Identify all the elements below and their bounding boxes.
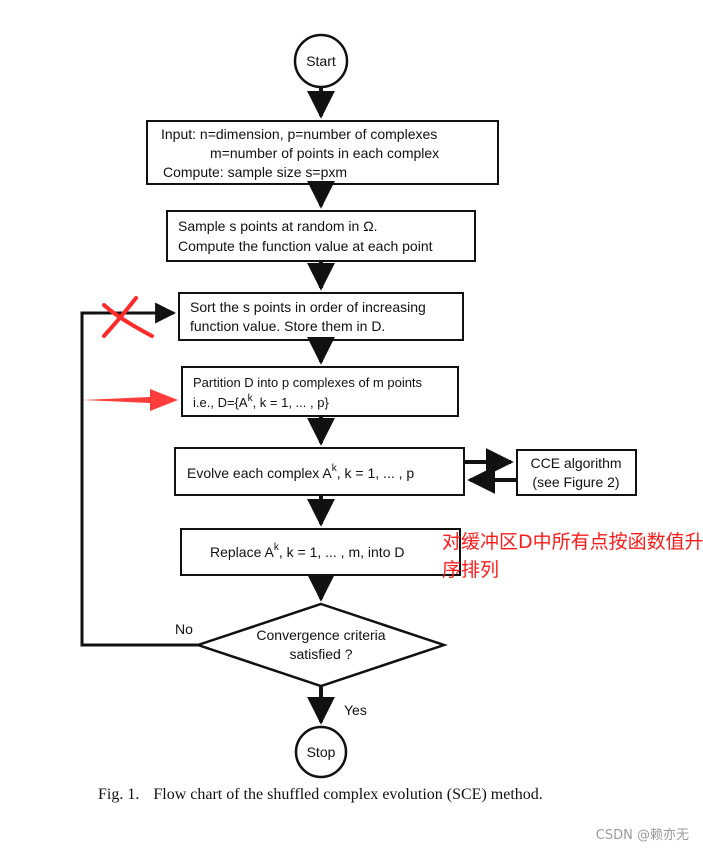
input-line3: Compute: sample size s=pxm [163, 164, 347, 180]
input-line1: Input: n=dimension, p=number of complexe… [161, 126, 437, 142]
start-label: Start [306, 53, 336, 69]
no-label: No [175, 621, 193, 637]
watermark: CSDN @赖亦无 [595, 828, 689, 843]
start-node [293, 33, 349, 89]
partition-line1: Partition D into p complexes of m points [193, 375, 423, 390]
cce-line1: CCE algorithm [530, 455, 621, 471]
sample-line2: Compute the function value at each point [178, 238, 433, 254]
figure-caption: Fig. 1. Flow chart of the shuffled comple… [98, 786, 543, 804]
figure-number: Fig. 1. [98, 786, 140, 803]
decision-line1: Convergence criteria [256, 627, 385, 643]
decision-line2: satisfied ? [289, 646, 352, 662]
sample-block [166, 210, 476, 262]
red-arrow-mark [82, 389, 178, 411]
loop-no-path [80, 302, 198, 647]
input-line2: m=number of points in each complex [210, 145, 439, 161]
sort-line1: Sort the s points in order of increasing [190, 299, 426, 315]
sort-block [178, 292, 464, 341]
figure-caption-text: Flow chart of the shuffled complex evolu… [153, 786, 543, 803]
sample-line1: Sample s points at random in Ω. [178, 218, 378, 234]
cce-line2: (see Figure 2) [532, 474, 619, 490]
evolve-block [174, 447, 465, 496]
stop-label: Stop [307, 744, 336, 760]
replace-block [180, 528, 461, 576]
partition-block [181, 366, 459, 417]
decision-diamond [194, 602, 448, 688]
sort-line2: function value. Store them in D. [190, 318, 385, 334]
stop-node [294, 725, 348, 779]
evolve-label: Evolve each complex Ak, k = 1, ... , p [187, 463, 414, 481]
input-block [146, 120, 499, 185]
partition-line2: i.e., D={Ak, k = 1, ... , p} [193, 393, 329, 410]
cce-block [516, 449, 637, 496]
replace-label: Replace Ak, k = 1, ... , m, into D [210, 542, 404, 560]
red-cross-mark [102, 296, 154, 338]
yes-label: Yes [344, 702, 367, 718]
red-annotation: 对缓冲区D中所有点按函数值升序排列 [442, 531, 703, 581]
